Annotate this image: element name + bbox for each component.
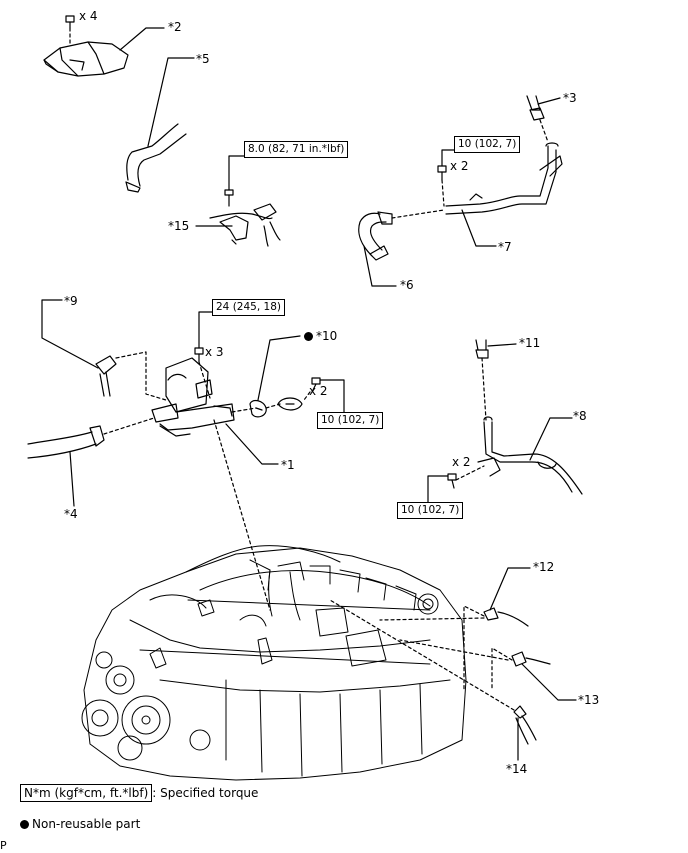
leader-line: [487, 343, 517, 347]
leader-line: [225, 423, 279, 465]
quantity-pipe8-bolts: x 2: [452, 455, 471, 469]
leader-line: [481, 357, 487, 421]
hose-end-part: [475, 339, 489, 359]
torque-spec-valve: 24 (245, 18): [212, 299, 285, 316]
leader-line: [319, 379, 345, 413]
hose-part: [358, 211, 393, 261]
leader-line: [329, 599, 515, 711]
leader-line: [489, 567, 531, 611]
callout-4: *4: [64, 507, 78, 521]
leader-line: [198, 361, 211, 399]
leader-line: [399, 639, 509, 661]
bolt-icon: [65, 15, 75, 29]
callout-2: *2: [168, 20, 182, 34]
leader-line: [147, 57, 195, 147]
legend-torque: N*m (kgf*cm, ft.*lbf): Specified torque: [20, 784, 259, 802]
engine-block-illustration: [81, 545, 467, 781]
callout-5: *5: [196, 52, 210, 66]
torque-spec-pipe8: 10 (102, 7): [397, 502, 464, 519]
leader-line: [41, 299, 99, 369]
leader-line: [491, 647, 513, 691]
leader-line: [213, 419, 271, 611]
callout-10-text: *10: [316, 329, 338, 343]
leader-line: [228, 155, 245, 191]
torque-spec-gasket: 10 (102, 7): [317, 412, 384, 429]
leader-line: [455, 465, 485, 481]
leader-line: [265, 403, 281, 409]
legend-nonreusable: Non-reusable part: [20, 816, 140, 832]
callout-6: *6: [400, 278, 414, 292]
callout-7: *7: [498, 240, 512, 254]
connector-part: [95, 355, 117, 397]
quantity-pipe7-bolts: x 2: [450, 159, 469, 173]
connector-part: [513, 705, 537, 745]
water-pipe-part: [445, 142, 563, 215]
leader-line: [119, 27, 165, 51]
leader-line: [537, 97, 561, 105]
callout-12: *12: [533, 560, 555, 574]
callout-15: *15: [168, 219, 190, 233]
hose-part: [125, 123, 187, 193]
callout-9: *9: [64, 294, 78, 308]
quantity-valve-bolts: x 3: [205, 345, 224, 359]
connector-part: [511, 651, 551, 667]
leader-line: [363, 245, 397, 287]
leader-line: [441, 179, 445, 207]
callout-3: *3: [563, 91, 577, 105]
legend-nonreusable-text: Non-reusable part: [32, 817, 141, 831]
footer-code: P: [0, 839, 7, 852]
water-pipe-part: [477, 416, 583, 495]
leader-line: [303, 391, 311, 401]
hose-end-part: [526, 95, 545, 121]
gasket-plate-part: [277, 397, 303, 411]
legend-torque-desc: : Specified torque: [152, 786, 259, 800]
callout-1: *1: [281, 458, 295, 472]
leader-line: [257, 335, 301, 401]
callout-10: *10: [304, 329, 337, 343]
callout-14: *14: [506, 762, 528, 776]
callout-13: *13: [578, 693, 600, 707]
legend-torque-unit: N*m (kgf*cm, ft.*lbf): [20, 784, 153, 802]
leader-line: [521, 663, 577, 701]
leader-line: [103, 417, 155, 435]
engine-cover-part: [43, 41, 129, 77]
leader-line: [115, 351, 167, 401]
leader-line: [427, 475, 449, 503]
torque-spec-pipe7: 10 (102, 7): [454, 136, 521, 153]
leader-line: [441, 149, 455, 167]
valve-assembly-part: [151, 357, 235, 437]
leader-line: [529, 417, 573, 461]
bolt-icon: [437, 165, 447, 181]
leader-line: [463, 605, 485, 691]
connector-part: [483, 607, 529, 627]
bolt-icon: [224, 189, 234, 207]
leader-line: [539, 119, 549, 143]
quantity-gasket-bolts: x 2: [309, 384, 328, 398]
leader-line: [461, 209, 497, 247]
leader-line: [231, 407, 257, 413]
hose-part: [27, 425, 105, 459]
bolt-icon: [194, 347, 204, 363]
torque-spec-harness: 8.0 (82, 71 in.*lbf): [244, 141, 349, 158]
callout-8: *8: [573, 409, 587, 423]
bolt-icon: [447, 473, 457, 489]
leader-line: [379, 617, 485, 621]
non-reusable-dot-icon: [20, 820, 29, 829]
leader-line: [198, 311, 213, 349]
leader-line: [69, 451, 75, 507]
callout-11: *11: [519, 336, 541, 350]
quantity-cover-bolts: x 4: [79, 9, 98, 23]
wire-harness-part: [209, 203, 281, 247]
leader-line: [391, 209, 445, 219]
bolt-icon: [311, 377, 321, 393]
non-reusable-dot-icon: [304, 332, 313, 341]
